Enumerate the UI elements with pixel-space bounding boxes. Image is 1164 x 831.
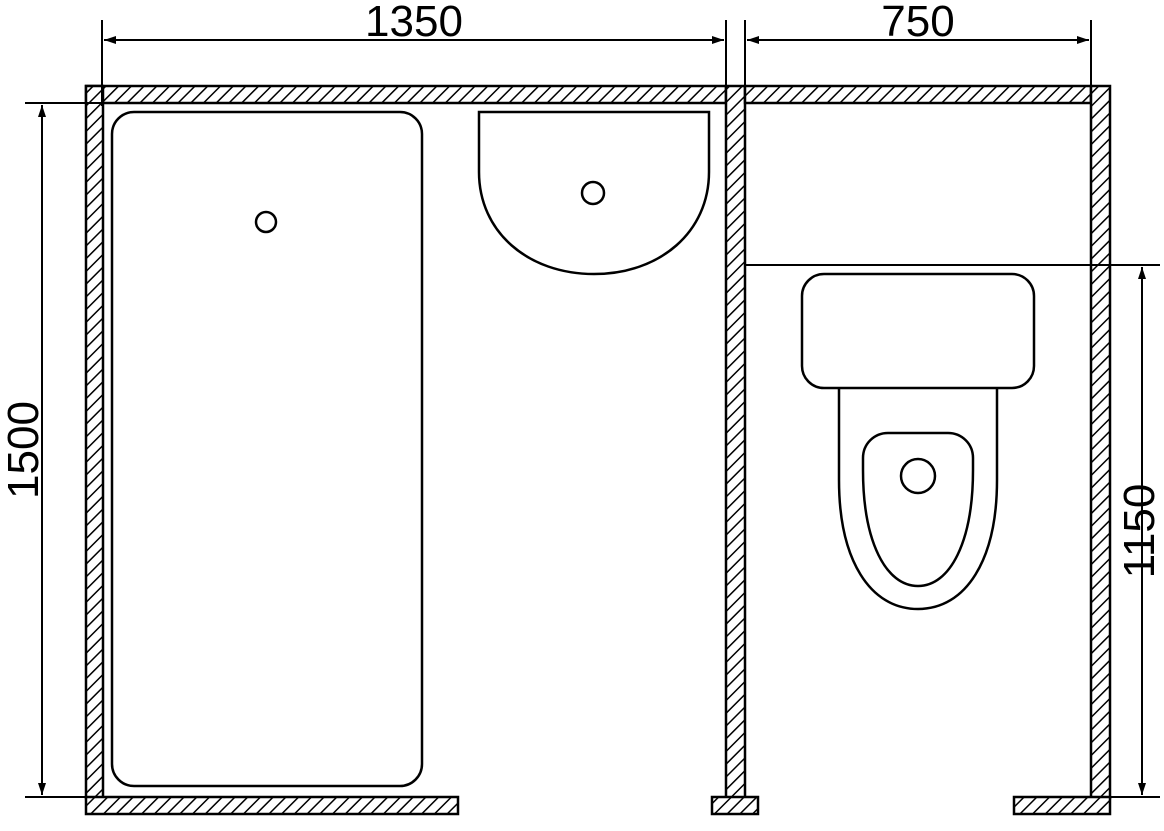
bathtub-outline	[110, 110, 424, 788]
wall-partition	[724, 84, 747, 800]
sink	[477, 110, 711, 276]
sink-basin	[477, 110, 711, 276]
toilet-bowl-outer	[837, 388, 999, 611]
dimension-label-1350: 1350	[365, 0, 463, 46]
toilet-bowl-inner	[861, 431, 975, 588]
wall-partition-base	[710, 795, 760, 816]
sink-drain-icon	[580, 180, 606, 206]
wall-top-left	[84, 84, 728, 105]
dimension-label-750: 750	[881, 0, 954, 46]
dimension-label-1150: 1150	[1115, 484, 1164, 579]
dimension-label-1500: 1500	[0, 401, 48, 499]
toilet-tank	[800, 272, 1036, 390]
toilet-drain-icon	[899, 457, 937, 495]
walls	[84, 84, 1112, 816]
bathtub	[110, 110, 424, 788]
wall-bottom-right	[1012, 795, 1112, 816]
wall-top-right	[743, 84, 1093, 105]
dimension-top-right: 750	[744, 0, 1092, 86]
wall-right	[1089, 84, 1112, 800]
bathtub-drain-icon	[254, 210, 278, 234]
dimension-left: 1500	[0, 102, 112, 798]
toilet	[745, 264, 1160, 611]
wall-left	[84, 84, 105, 800]
wall-bottom-left	[84, 795, 460, 816]
dimension-right: 1150	[1110, 267, 1164, 798]
dimension-top-left: 1350	[101, 0, 727, 106]
